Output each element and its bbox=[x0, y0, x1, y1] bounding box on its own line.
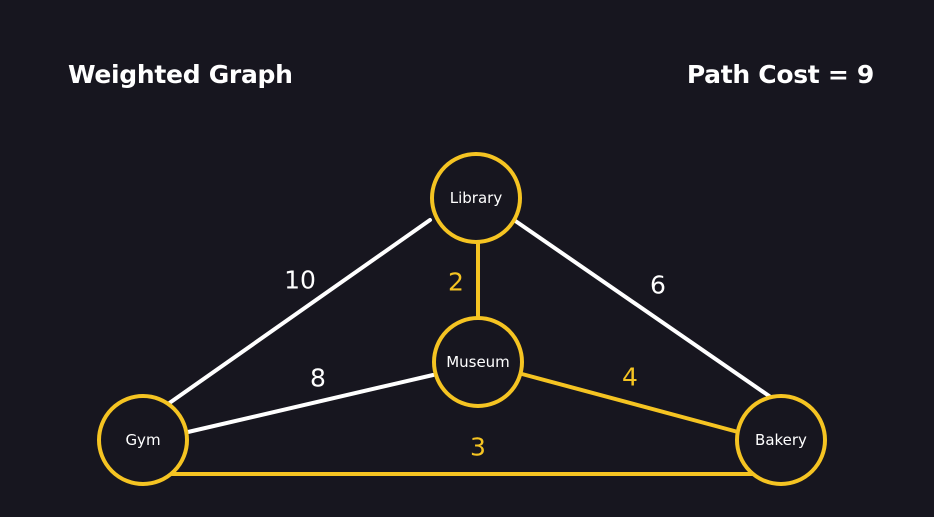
edge-weight-library-museum: 2 bbox=[448, 268, 464, 297]
edge-weight-museum-bakery: 4 bbox=[622, 363, 638, 392]
node-circle-bakery bbox=[735, 394, 827, 486]
node-gym: Gym bbox=[97, 394, 189, 486]
node-circle-gym bbox=[97, 394, 189, 486]
edge-weight-gym-museum: 8 bbox=[310, 364, 326, 393]
node-label-bakery: Bakery bbox=[755, 431, 807, 449]
node-circle-museum bbox=[432, 316, 524, 408]
edge-gym-library bbox=[166, 218, 432, 406]
node-bakery: Bakery bbox=[735, 394, 827, 486]
edges-layer bbox=[166, 218, 774, 476]
edge-museum-bakery bbox=[520, 372, 740, 434]
node-label-gym: Gym bbox=[125, 431, 160, 449]
edge-library-bakery bbox=[512, 218, 774, 400]
node-library: Library bbox=[430, 152, 522, 244]
node-label-museum: Museum bbox=[446, 353, 510, 371]
edge-weight-gym-bakery: 3 bbox=[470, 433, 486, 462]
node-label-library: Library bbox=[450, 189, 503, 207]
page-title: Weighted Graph bbox=[68, 60, 293, 89]
path-cost-label: Path Cost = 9 bbox=[686, 60, 874, 89]
edge-gym-museum bbox=[186, 373, 435, 434]
edge-labels-layer: 10 6 8 2 4 3 bbox=[284, 266, 666, 462]
edge-weight-gym-library: 10 bbox=[284, 266, 316, 295]
edge-weight-library-bakery: 6 bbox=[650, 271, 666, 300]
node-museum: Museum bbox=[432, 316, 524, 408]
node-circle-library bbox=[430, 152, 522, 244]
